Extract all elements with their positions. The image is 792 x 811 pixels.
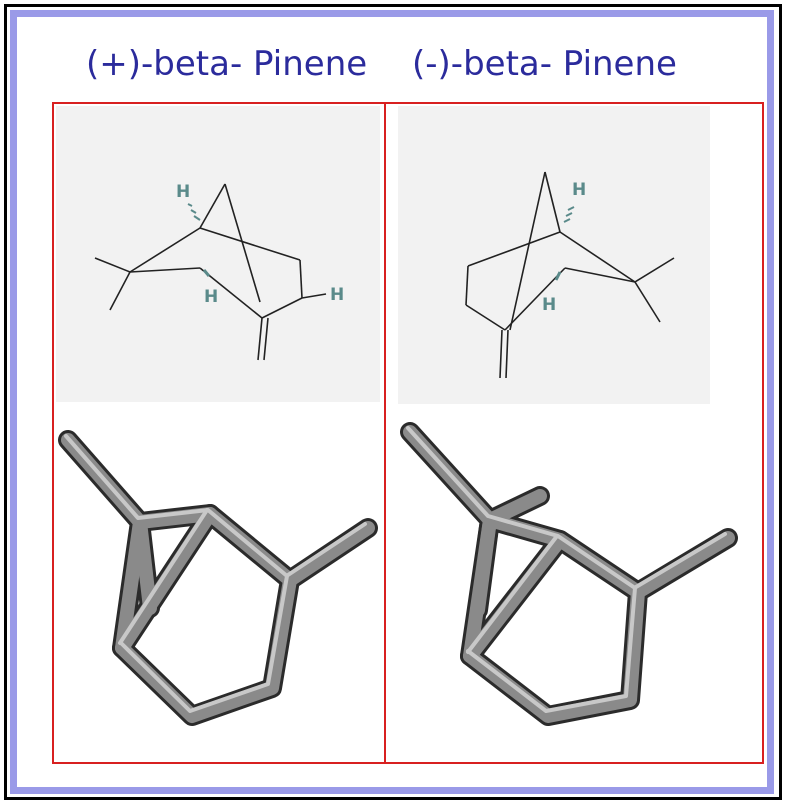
stick-model-minus	[400, 422, 738, 726]
hydrogen-label: H	[572, 180, 586, 200]
enantiomer-box-right	[384, 102, 764, 764]
structure-2d-background-right	[398, 106, 710, 404]
hydrogen-label: H	[542, 295, 556, 315]
hydrogen-label: H	[330, 285, 344, 305]
hydrogen-label: H	[204, 287, 218, 307]
hydrogen-label: H	[176, 182, 190, 202]
title-plus-beta-pinene: (+)-beta- Pinene	[86, 44, 368, 84]
title-minus-beta-pinene: (-)-beta- Pinene	[412, 44, 677, 84]
skeletal-structure-plus	[94, 183, 327, 361]
stick-model-plus	[58, 430, 378, 726]
skeletal-structure-minus	[465, 171, 675, 379]
structure-2d-background-left	[56, 106, 380, 402]
